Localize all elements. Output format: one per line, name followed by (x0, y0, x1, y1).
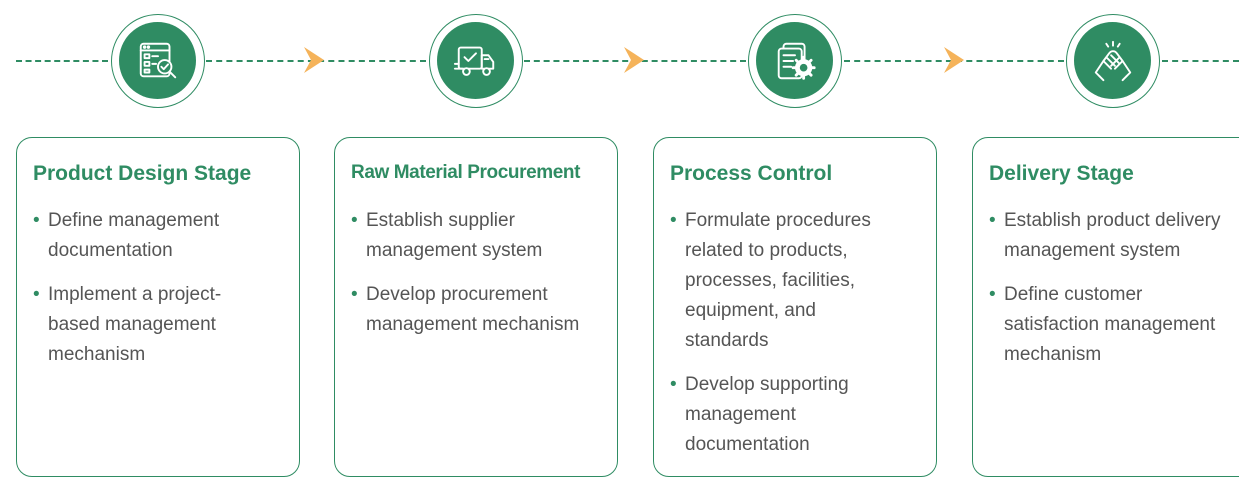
stage-node-delivery (1066, 14, 1160, 108)
bullet-item: Implement a project-based managementmech… (33, 280, 291, 370)
stage-title: Process Control (670, 162, 833, 185)
arrow-right-icon (944, 47, 964, 73)
stage-title: Product Design Stage (33, 162, 252, 185)
stage-node-process-control (748, 14, 842, 108)
stage-node-procurement (429, 14, 523, 108)
connector-line (1162, 60, 1239, 62)
connector-line (16, 60, 108, 62)
stage-card-procurement: Raw Material Procurement Establish suppl… (334, 137, 618, 477)
arrow-right-icon (624, 47, 644, 73)
arrow-right-icon (304, 47, 324, 73)
document-gear-icon (777, 42, 816, 80)
handshake-icon (1094, 40, 1131, 81)
stage-card-process-control: Process Control Formulate proceduresrela… (653, 137, 937, 477)
stage-card-product-design: Product Design Stage Define managementdo… (16, 137, 300, 477)
stage-node-product-design (111, 14, 205, 108)
stage-card-delivery: Delivery Stage Establish product deliver… (972, 137, 1239, 477)
stage-title: Delivery Stage (989, 162, 1134, 185)
stage-title: Raw Material Procurement (351, 162, 581, 183)
design-document-icon (139, 42, 176, 78)
bullet-item: Develop supportingmanagementdocumentatio… (670, 370, 928, 460)
delivery-truck-icon (453, 46, 494, 76)
